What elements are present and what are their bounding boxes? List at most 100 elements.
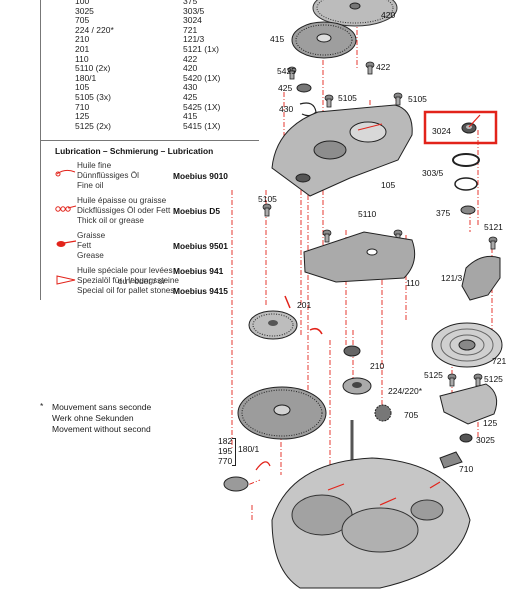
footnote-star: * — [40, 401, 44, 411]
lube-fine-oil-en: Fine oil — [77, 181, 104, 190]
label-105: 105 — [381, 180, 396, 190]
label-3025: 3025 — [476, 435, 495, 445]
lube-thick-oil: Huile épaisse ou graisse Dickflüssiges Ö… — [55, 196, 255, 229]
parts-table-right-cell: 303/5 — [183, 5, 205, 16]
bracket-182-770 — [232, 438, 236, 466]
lube-special: Huile spéciale pour levées Spezialöl für… — [55, 266, 255, 299]
parts-table-right-cell: 5425 (1X) — [183, 101, 221, 112]
red-mark-180 — [255, 461, 271, 471]
highlight-box-3024 — [423, 110, 498, 145]
ring-303-lower — [454, 177, 478, 191]
parts-table-left-cell: 125 — [75, 111, 90, 122]
label-425: 425 — [278, 83, 293, 93]
label-721: 721 — [492, 356, 507, 366]
parts-table-right-cell: 5420 (1X) — [183, 72, 221, 83]
parts-table-left-cell: 180/1 — [75, 72, 97, 83]
parts-table-left-cell: 710 — [75, 101, 90, 112]
lube-thick-oil-en: Thick oil or grease — [77, 216, 144, 225]
pallet-bridge-125 — [439, 383, 498, 425]
label-210: 210 — [370, 361, 385, 371]
lube-fine-oil: Huile fine Dünnflüssiges Öl Fine oil Moe… — [55, 161, 255, 194]
label-3024: 3024 — [432, 126, 451, 136]
lubrication-title: Lubrication – Schmierung – Lubrication — [55, 146, 214, 156]
footnote-fr: Mouvement sans seconde — [52, 402, 152, 412]
stud-carrier-121 — [461, 255, 501, 301]
star-705 — [374, 404, 392, 422]
parts-table-right-cell: 3024 — [183, 15, 202, 26]
lube-fine-oil-fr: Huile fine — [77, 161, 112, 170]
label-710: 710 — [459, 464, 474, 474]
red-mark-201 — [284, 295, 323, 335]
parts-table-right-cell: 425 — [183, 92, 198, 102]
parts-table-right-cell: 5415 (1X) — [183, 120, 221, 131]
label-110: 110 — [406, 278, 420, 288]
label-195: 195 — [218, 446, 233, 456]
grease-symbol-icon — [56, 240, 77, 247]
label-420: 420 — [381, 10, 396, 20]
pallet-710 — [439, 451, 463, 469]
parts-table-left-cell: 5110 (2x) — [75, 63, 111, 74]
label-422: 422 — [376, 62, 391, 72]
balance-721 — [431, 322, 503, 368]
special-oil-symbol-icon — [56, 275, 76, 285]
label-375: 375 — [436, 208, 451, 218]
label-770: 770 — [218, 456, 233, 466]
label-224-220: 224/220* — [388, 386, 423, 396]
parts-table-left-cell: 210 — [75, 34, 90, 45]
lube-special-de: Spezialöl für Hebungssteine — [77, 276, 179, 285]
bridge-110-jewel — [366, 248, 378, 256]
parts-table-right-cell: 420 — [183, 63, 198, 74]
parts-table-right-cell: 5121 (1x) — [183, 44, 219, 54]
lubrication-box: Lubrication – Schmierung – Lubrication — [40, 140, 259, 300]
label-415: 415 — [270, 34, 285, 44]
lube-grease-product: Moebius 9501 — [173, 241, 228, 251]
lube-special-fr: Huile spéciale pour levées — [77, 266, 173, 275]
lube-special-product-2: Moebius 9415 — [173, 286, 228, 296]
jewel-375 — [460, 205, 476, 215]
wheel-180 — [223, 476, 249, 492]
footnote-de: Werk ohne Sekunden — [52, 413, 134, 423]
lube-grease-en: Grease — [77, 251, 104, 260]
fine-oil-symbol-icon — [55, 169, 76, 177]
label-121-3: 121/3 — [441, 273, 463, 283]
wheel-415 — [291, 21, 357, 59]
parts-table-left-cell: 201 — [75, 44, 90, 54]
label-201: 201 — [297, 300, 312, 310]
parts-table-left-cell: 110 — [75, 53, 89, 64]
label-705: 705 — [404, 410, 419, 420]
part-425 — [296, 83, 312, 93]
label-5425: 5425 — [277, 66, 296, 76]
parts-table-left-cell: 105 — [75, 82, 90, 93]
label-5125-b: 5125 — [484, 374, 503, 384]
pinion-210 — [343, 345, 361, 357]
label-430: 430 — [279, 104, 294, 114]
lube-special-en: Special oil for pallet stones — [77, 286, 175, 295]
lube-special-product-1: Moebius 941 — [173, 266, 224, 276]
part-3024 — [461, 114, 481, 134]
bridge-105 — [271, 104, 413, 197]
parts-table-right-cell: 422 — [183, 53, 198, 64]
lube-special-or: ou / oder / or — [118, 276, 166, 286]
lube-thick-oil-fr: Huile épaisse ou graisse — [77, 196, 167, 205]
part-430-spring — [299, 102, 317, 117]
parts-table-right-cell: 415 — [183, 111, 198, 122]
parts-table-left-cell: 224 / 220* — [75, 24, 114, 35]
lube-thick-oil-product: Moebius D5 — [173, 206, 220, 216]
wheel-420 — [312, 0, 398, 27]
wheel-center — [237, 386, 327, 440]
label-5121: 5121 — [484, 222, 503, 232]
parts-table-left-cell: 100 — [75, 0, 90, 6]
label-125: 125 — [483, 418, 498, 428]
label-182: 182 — [218, 436, 233, 446]
parts-table-right-cell: 121/3 — [183, 34, 205, 45]
wheel-224 — [342, 377, 372, 395]
lube-grease: Graisse Fett Grease Moebius 9501 — [55, 231, 255, 264]
label-5105-c: 5105 — [258, 194, 277, 204]
main-plate-100 — [271, 457, 471, 589]
parts-table-left-cell: 3025 — [75, 5, 94, 16]
lube-fine-oil-product: Moebius 9010 — [173, 171, 228, 181]
footnote-en: Movement without second — [52, 424, 151, 434]
thick-oil-symbol-icon — [55, 205, 77, 212]
